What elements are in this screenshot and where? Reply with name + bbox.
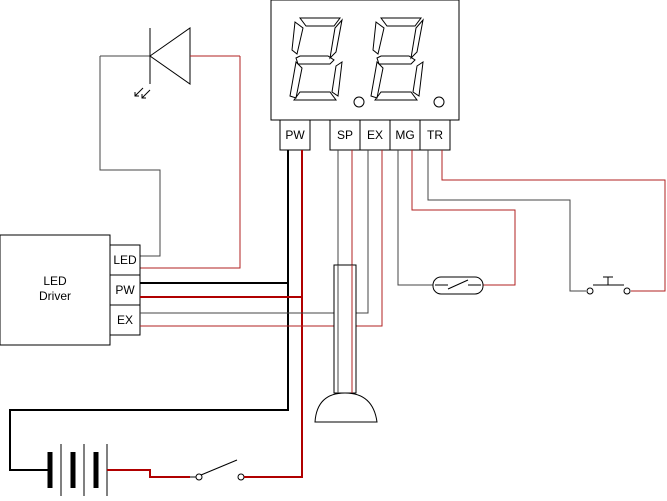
driver-title-line1: LED xyxy=(43,274,67,288)
pin-tr-label: TR xyxy=(427,128,443,142)
led-wires xyxy=(99,56,241,269)
driver-pin-ex-box xyxy=(109,304,141,336)
led-diode-icon xyxy=(100,27,240,99)
pin-ex-label: EX xyxy=(367,128,383,142)
led-driver: LED Driver LED PW EX xyxy=(0,234,141,346)
driver-title-line2: Driver xyxy=(39,289,71,303)
pin-tr-box xyxy=(419,119,451,151)
pin-pw-label: PW xyxy=(285,128,305,142)
display-pins: PW SP EX MG TR xyxy=(279,119,451,151)
digit-2 xyxy=(370,17,445,108)
toggle-switch-icon xyxy=(190,459,265,481)
push-button-icon xyxy=(427,150,666,295)
pin-mg-box xyxy=(389,119,421,151)
battery-icon xyxy=(45,444,190,496)
driver-pin-pw-label: PW xyxy=(115,283,135,297)
reed-switch-icon xyxy=(397,150,516,295)
power-wires xyxy=(9,150,303,478)
digit-1 xyxy=(289,17,365,108)
driver-pin-ex-label: EX xyxy=(117,313,133,327)
pin-sp-label: SP xyxy=(337,128,353,142)
driver-pin-led-box xyxy=(109,244,141,276)
ex-wires xyxy=(140,150,383,327)
driver-pin-led-label: LED xyxy=(113,253,137,267)
pin-sp-box xyxy=(329,119,361,151)
pin-pw-box xyxy=(279,119,311,151)
speaker-icon xyxy=(314,150,378,423)
seven-segment-display xyxy=(270,0,460,121)
pin-ex-box xyxy=(359,119,391,151)
pin-mg-label: MG xyxy=(395,128,414,142)
